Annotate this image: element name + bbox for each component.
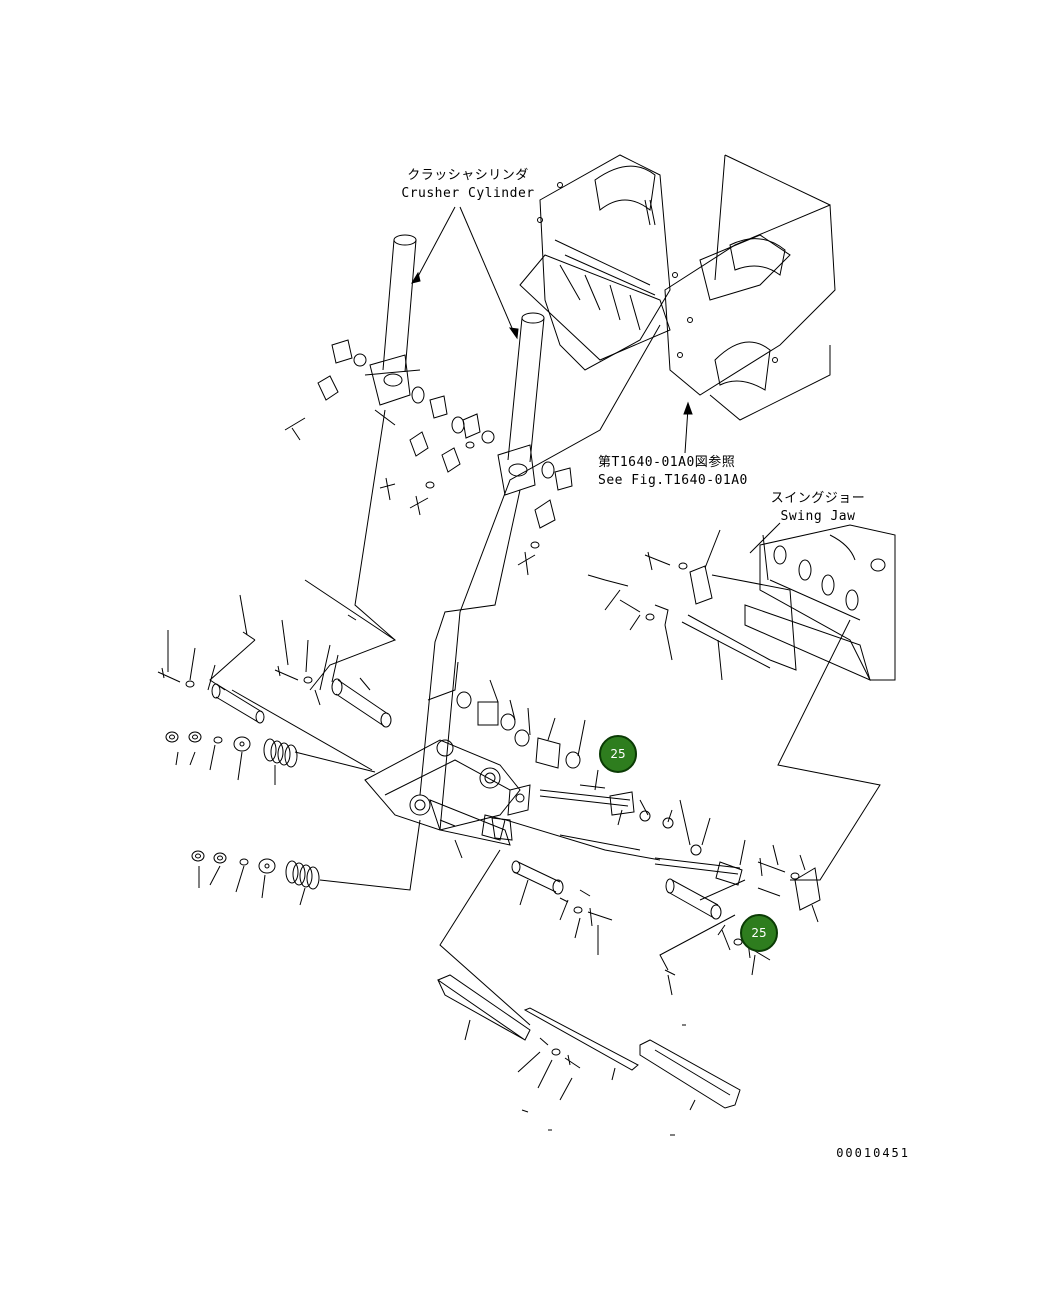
leader-lines xyxy=(168,207,880,1135)
crusher-cylinder-left xyxy=(365,235,420,425)
see-fig-label-en: See Fig.T1640-01A0 xyxy=(598,473,748,488)
tension-rods xyxy=(540,785,742,885)
swing-jaw-label-jp: スイングジョー xyxy=(770,491,866,506)
swing-jaw xyxy=(745,525,895,680)
pins-bushings xyxy=(212,679,721,919)
part-callout-25-lower[interactable]: 25 xyxy=(740,914,778,952)
springs-washers xyxy=(166,732,319,889)
main-frame-assembly xyxy=(520,155,835,420)
bottom-plates xyxy=(438,975,740,1108)
cylinder-hardware xyxy=(285,340,572,575)
see-fig-label-jp: 第T1640-01A0図参照 xyxy=(598,455,736,470)
crusher-cylinder-label-en: Crusher Cylinder xyxy=(401,186,535,201)
toggle-linkage-assembly xyxy=(365,740,530,845)
bolts-nuts xyxy=(158,552,820,1068)
swing-jaw-label-en: Swing Jaw xyxy=(780,509,856,524)
crusher-cylinder-right xyxy=(498,313,544,495)
part-callout-25-upper[interactable]: 25 xyxy=(599,735,637,773)
crusher-cylinder-label-jp: クラッシャシリンダ xyxy=(407,168,529,183)
drawing-id: 00010451 xyxy=(836,1146,910,1160)
